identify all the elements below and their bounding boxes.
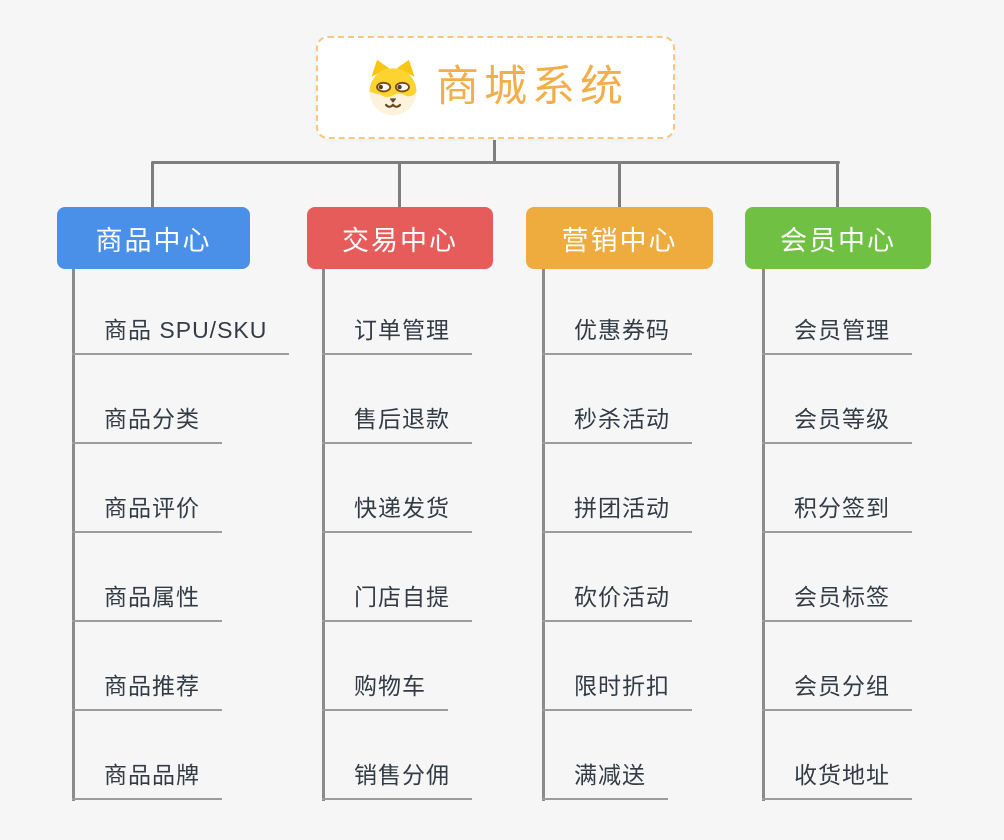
leaf-node[interactable]: 购物车 [322, 622, 448, 711]
branch-trunk [72, 269, 75, 801]
dog-logo-icon [369, 59, 417, 115]
leaf-node[interactable]: 收货地址 [762, 711, 912, 800]
leaf-node[interactable]: 销售分佣 [322, 711, 472, 800]
leaf-column-product: 商品 SPU/SKU 商品分类 商品评价 商品属性 商品推荐 商品品牌 [72, 269, 290, 800]
branch-label: 会员中心 [780, 225, 896, 256]
connector-root-stub [493, 140, 496, 162]
branch-label: 营销中心 [561, 225, 678, 256]
branch-trunk [322, 269, 325, 801]
leaf-node[interactable]: 商品 SPU/SKU [72, 269, 290, 355]
branch-node-marketing-center[interactable]: 营销中心 [526, 207, 713, 269]
leaf-node[interactable]: 快递发货 [322, 444, 472, 533]
connector-drop [618, 162, 621, 208]
leaf-node[interactable]: 订单管理 [322, 269, 472, 355]
leaf-node[interactable]: 秒杀活动 [542, 355, 692, 444]
leaf-node[interactable]: 会员分组 [762, 622, 912, 711]
leaf-node[interactable]: 商品推荐 [72, 622, 222, 711]
branch-node-trade-center[interactable]: 交易中心 [307, 207, 493, 269]
branch-trunk [762, 269, 765, 801]
leaf-node[interactable]: 会员管理 [762, 269, 912, 355]
leaf-node[interactable]: 拼团活动 [542, 444, 692, 533]
connector-drop [151, 162, 154, 208]
root-node[interactable]: 商城系统 [316, 36, 675, 139]
leaf-node[interactable]: 商品评价 [72, 444, 222, 533]
leaf-node[interactable]: 积分签到 [762, 444, 912, 533]
leaf-node[interactable]: 商品分类 [72, 355, 222, 444]
leaf-node[interactable]: 满减送 [542, 711, 668, 800]
leaf-column-member: 会员管理 会员等级 积分签到 会员标签 会员分组 收货地址 [762, 269, 912, 800]
branch-trunk [542, 269, 545, 801]
leaf-node[interactable]: 限时折扣 [542, 622, 692, 711]
leaf-node[interactable]: 门店自提 [322, 533, 472, 622]
connector-drop [836, 162, 839, 208]
leaf-node[interactable]: 优惠券码 [542, 269, 692, 355]
connector-drop [398, 162, 401, 208]
leaf-node[interactable]: 商品品牌 [72, 711, 222, 800]
branch-label: 商品中心 [95, 225, 212, 256]
branch-label: 交易中心 [342, 225, 458, 256]
branch-node-member-center[interactable]: 会员中心 [745, 207, 931, 269]
leaf-node[interactable]: 会员标签 [762, 533, 912, 622]
leaf-node[interactable]: 会员等级 [762, 355, 912, 444]
connector-rail [151, 161, 840, 164]
leaf-node[interactable]: 砍价活动 [542, 533, 692, 622]
leaf-column-trade: 订单管理 售后退款 快递发货 门店自提 购物车 销售分佣 [322, 269, 472, 800]
leaf-column-marketing: 优惠券码 秒杀活动 拼团活动 砍价活动 限时折扣 满减送 [542, 269, 692, 800]
leaf-node[interactable]: 售后退款 [322, 355, 472, 444]
root-title: 商城系统 [436, 63, 628, 111]
branch-node-product-center[interactable]: 商品中心 [57, 207, 250, 269]
leaf-node[interactable]: 商品属性 [72, 533, 222, 622]
